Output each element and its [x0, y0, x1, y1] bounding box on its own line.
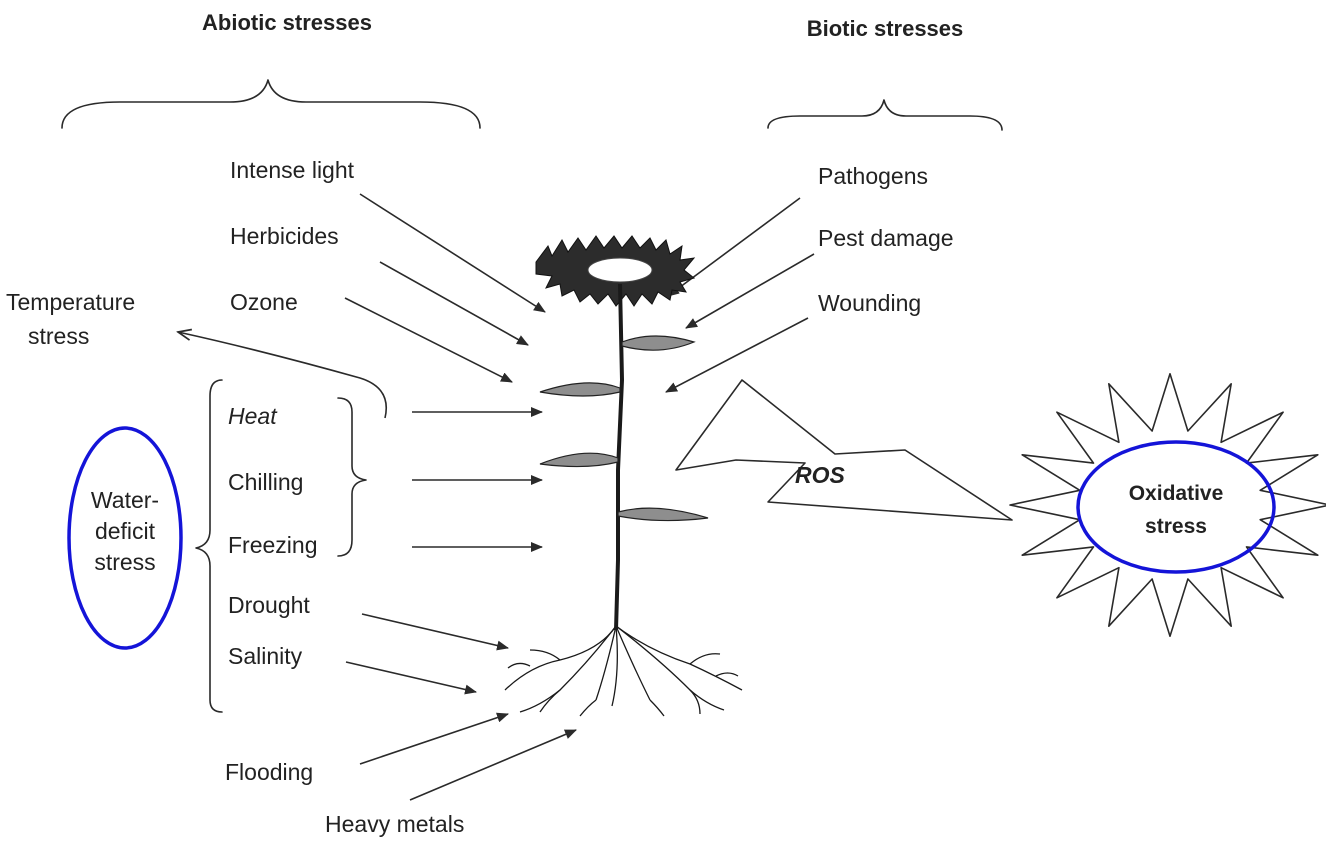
- label-heavy-metals: Heavy metals: [325, 811, 464, 837]
- label-deficit: deficit: [95, 518, 156, 544]
- flower-center: [588, 258, 652, 282]
- biotic-brace: [768, 100, 1002, 130]
- leaf-3: [540, 453, 618, 466]
- label-herbicides: Herbicides: [230, 223, 339, 249]
- arrow-intense-light: [360, 194, 545, 312]
- ros-label: ROS: [795, 462, 846, 488]
- leaf-1: [622, 336, 694, 350]
- label-freezing: Freezing: [228, 532, 317, 558]
- temperature-brace: [338, 398, 366, 556]
- arrow-heavy-metals: [410, 730, 576, 800]
- oxidative-label: Oxidative: [1129, 482, 1224, 505]
- label-ozone: Ozone: [230, 289, 298, 315]
- label-pest-damage: Pest damage: [818, 225, 954, 251]
- abiotic-header: Abiotic stresses: [202, 10, 372, 35]
- label-intense-light: Intense light: [230, 157, 355, 183]
- arrow-ozone: [345, 298, 512, 382]
- plant-illustration: [505, 236, 742, 716]
- abiotic-brace: [62, 80, 480, 128]
- oxidative-label-2: stress: [1145, 515, 1207, 538]
- label-stress: stress: [94, 549, 155, 575]
- plant-roots: [505, 626, 742, 716]
- arrow-pest-damage: [686, 254, 814, 328]
- oxidative-highlight: [1078, 442, 1274, 572]
- arrow-salinity: [346, 662, 476, 692]
- label-flooding: Flooding: [225, 759, 313, 785]
- biotic-header: Biotic stresses: [807, 16, 964, 41]
- arrow-drought: [362, 614, 508, 648]
- label-water: Water-: [91, 487, 159, 513]
- label-heat: Heat: [228, 403, 278, 429]
- label-wounding: Wounding: [818, 290, 921, 316]
- label-temperature-stress: stress: [28, 323, 89, 349]
- label-chilling: Chilling: [228, 469, 303, 495]
- label-salinity: Salinity: [228, 643, 303, 669]
- ros-bolt: [676, 380, 1012, 520]
- oxidative-starburst: [1010, 374, 1326, 636]
- arrow-wounding: [666, 318, 808, 392]
- leaf-4: [618, 508, 708, 520]
- arrow-flooding: [360, 714, 508, 764]
- leaf-2: [540, 383, 620, 396]
- label-pathogens: Pathogens: [818, 163, 928, 189]
- water-deficit-brace: [196, 380, 222, 712]
- label-temperature: Temperature: [6, 289, 135, 315]
- label-drought: Drought: [228, 592, 310, 618]
- arrow-pathogens: [668, 198, 800, 296]
- arrow-herbicides: [380, 262, 528, 345]
